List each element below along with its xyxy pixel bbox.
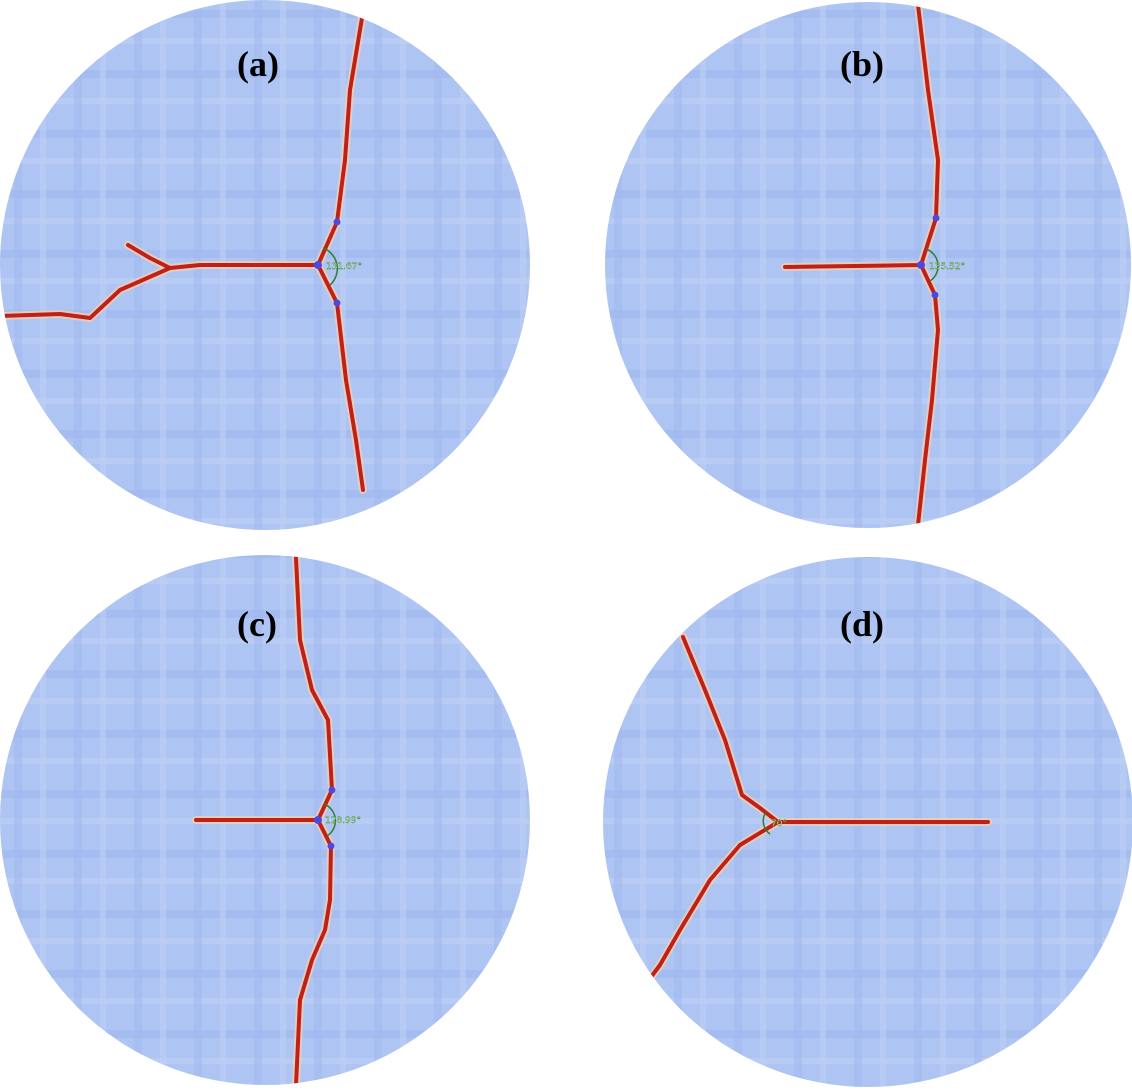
panel-label: (c) [237,604,277,644]
crack-path [641,633,992,989]
panel-label: (a) [237,44,279,84]
panel-label: (d) [840,604,884,644]
angle-arc [323,803,337,837]
marker-point [328,786,336,794]
marker-point [917,261,925,269]
marker-point [932,214,940,222]
marker-point [931,291,939,299]
angle-arc [322,247,339,286]
marker-point [333,218,341,226]
angle-arc [925,248,939,282]
angle-arc [762,811,771,835]
crack-path [192,555,336,1085]
panel-a: 131.67° (a) [0,0,530,530]
panel-b: 135.52° (b) [605,2,1131,528]
panel-label: (b) [840,44,884,84]
marker-point [327,842,335,850]
marker-point [333,299,341,307]
panel-d: 70° (d) [603,557,1132,1087]
angle-label: 135.52° [929,262,965,272]
angle-label: 128.99° [325,816,361,826]
marker-point [314,261,322,269]
crack-path [781,2,942,528]
angle-label: 131.67° [326,262,362,272]
panel-c: 128.99° (c) [0,555,530,1085]
angle-label: 70° [771,819,787,829]
marker-point [314,816,322,824]
